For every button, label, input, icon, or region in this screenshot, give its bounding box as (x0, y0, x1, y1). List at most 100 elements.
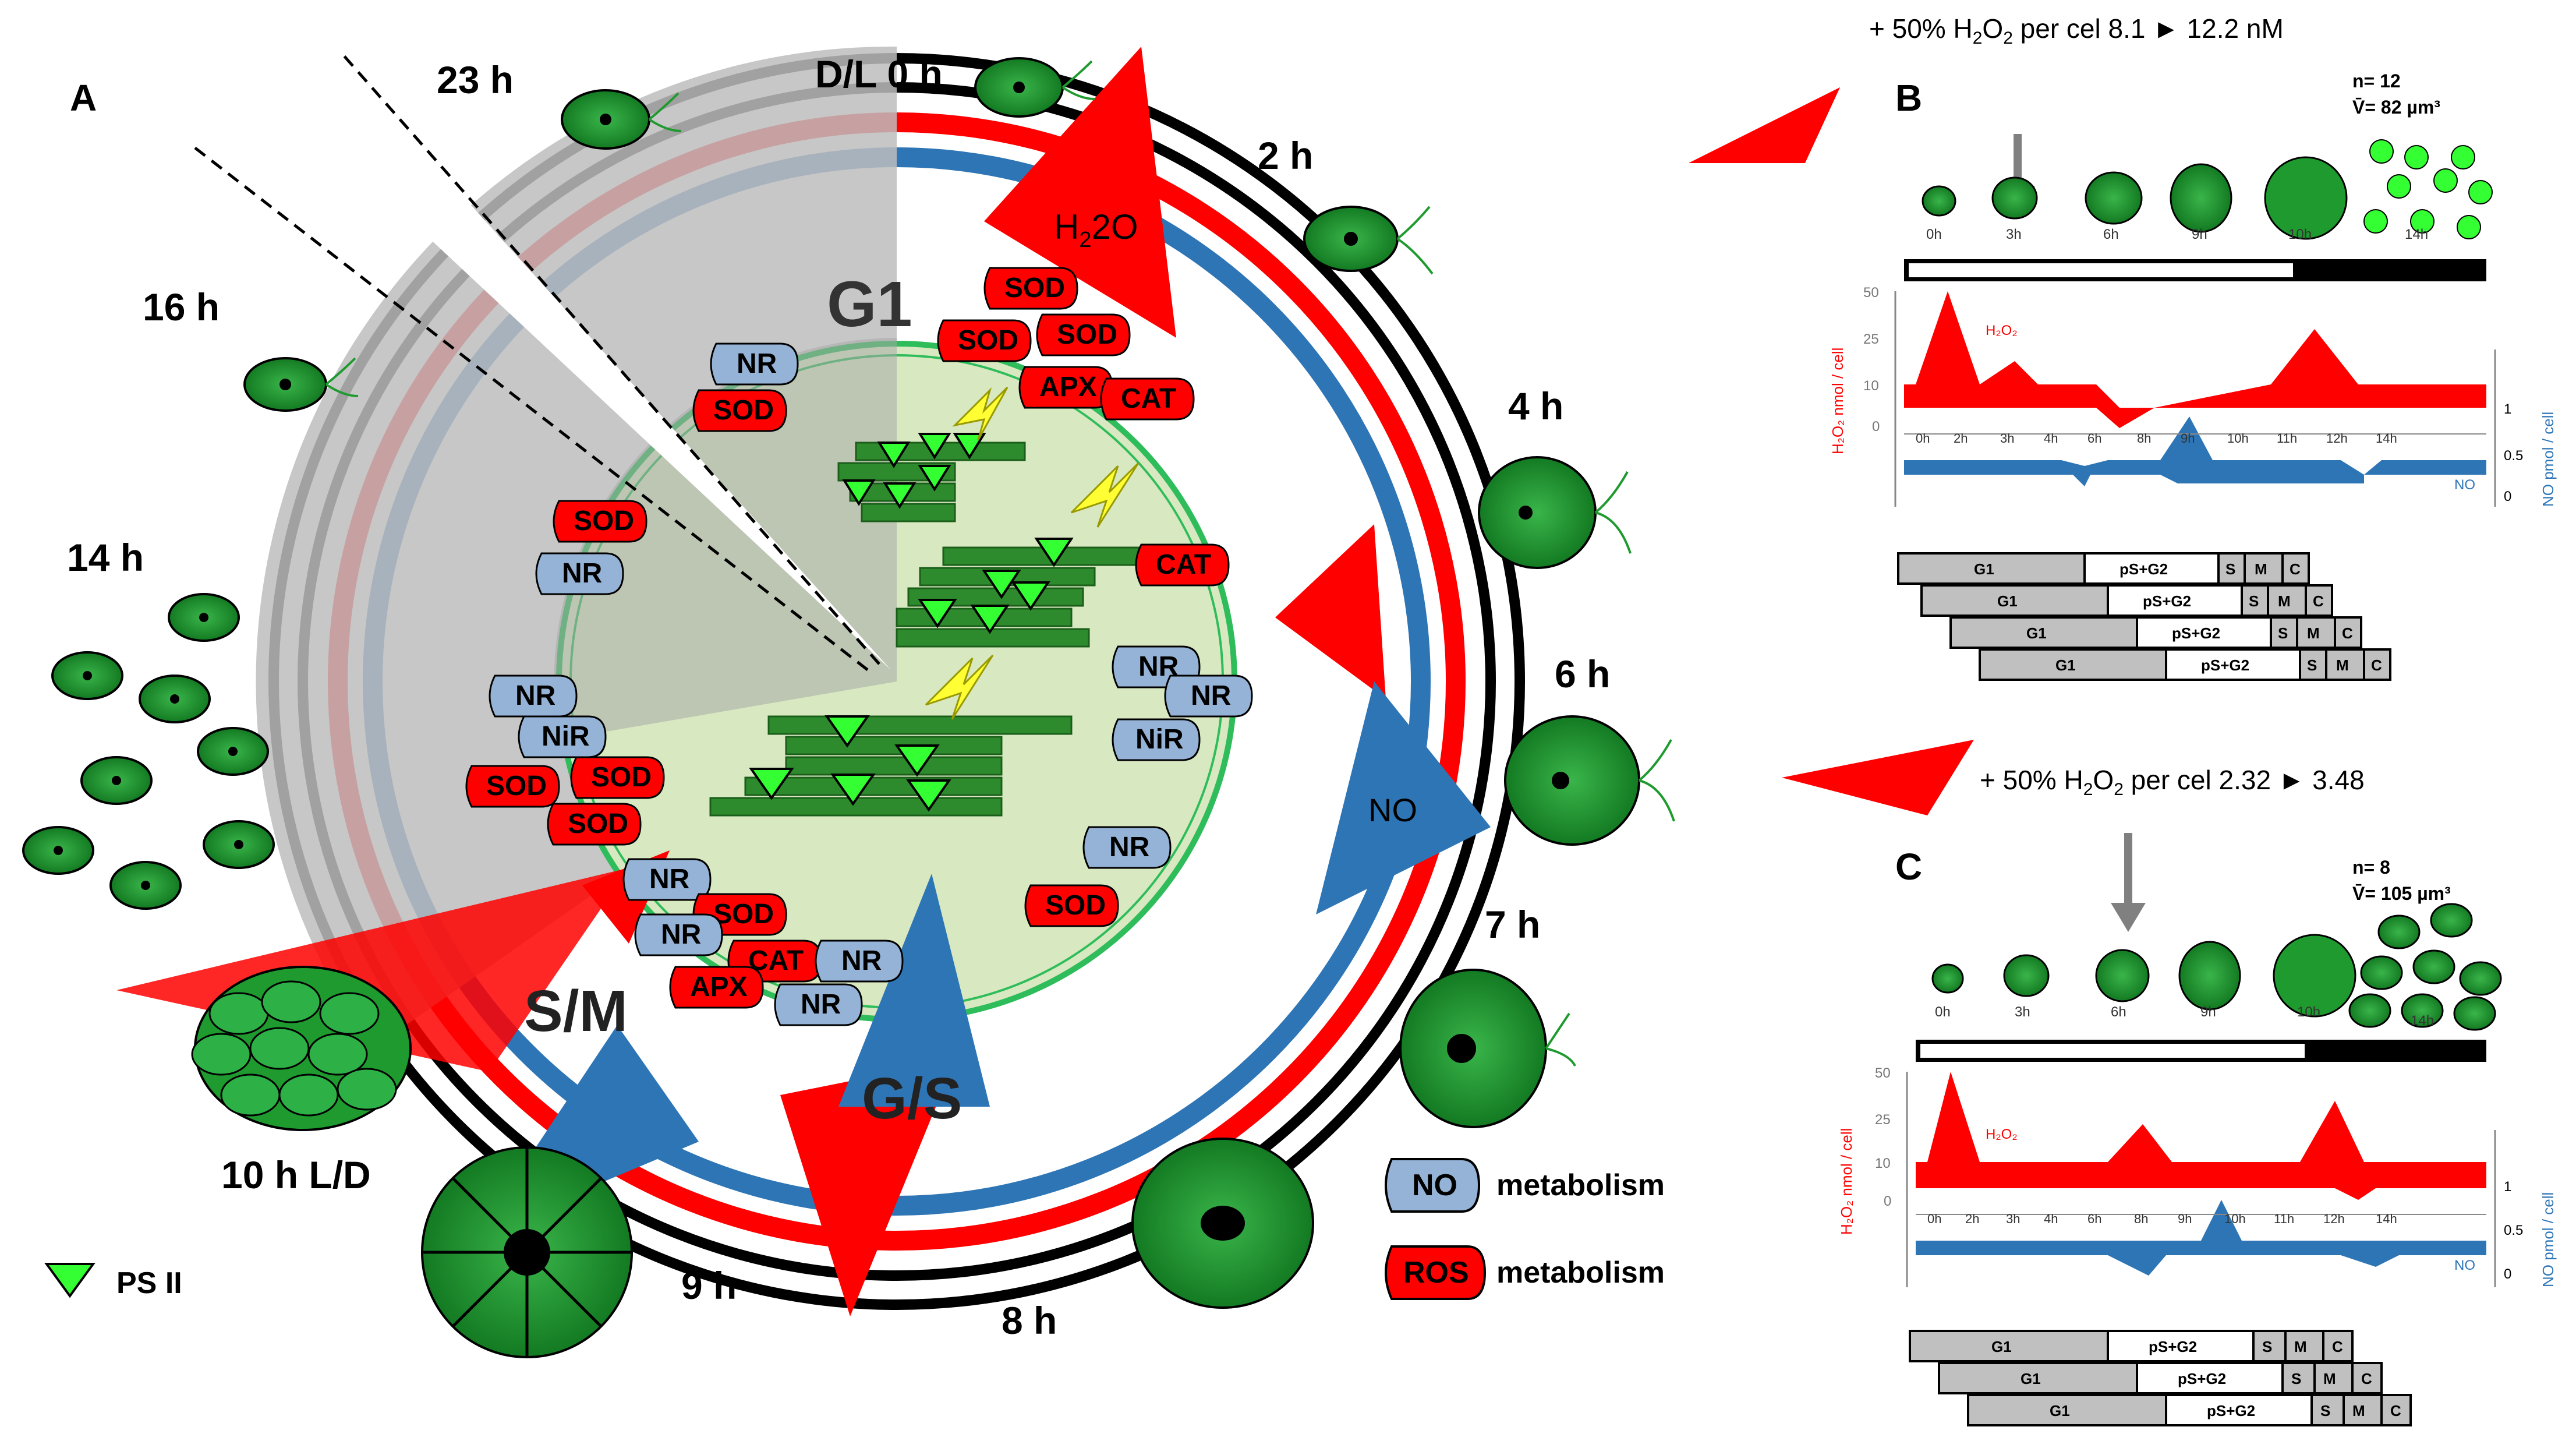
apx-tag: APX (669, 966, 764, 1009)
no-arrow (1316, 681, 1491, 914)
svg-text:0.5: 0.5 (2504, 1223, 2523, 1238)
time-23h: 23 h (437, 58, 514, 101)
legend: NO metabolism ROS metabolism PS II (44, 1158, 1665, 1300)
svg-text:SOD: SOD (958, 325, 1018, 356)
flagellate-cell (561, 89, 682, 150)
svg-text:NR: NR (1191, 680, 1231, 711)
svg-text:ROS: ROS (1403, 1256, 1469, 1290)
svg-text:M: M (2278, 592, 2291, 610)
svg-text:11h: 11h (2277, 431, 2297, 446)
panel-c-arrow (1782, 740, 1974, 815)
time-labels: D/L 0 h 2 h 4 h 6 h 7 h 8 h 9 h 10 h L/D… (67, 52, 1610, 1342)
svg-text:14h: 14h (2411, 1013, 2434, 1029)
svg-text:1: 1 (2504, 401, 2511, 417)
nr-tag: NR (535, 552, 624, 595)
svg-text:3h: 3h (2000, 431, 2014, 446)
time-8h: 8 h (1002, 1299, 1057, 1342)
svg-text:pS+G2: pS+G2 (2119, 560, 2168, 578)
sod-tag: SOD (1024, 884, 1119, 927)
panel-c-volume: V̄= 105 µm³ (2352, 883, 2451, 904)
flagellate-cell (1303, 206, 1434, 275)
svg-text:G1: G1 (1997, 592, 2018, 610)
svg-text:NO pmol / cell: NO pmol / cell (2539, 1192, 2557, 1287)
time-4h: 4 h (1508, 384, 1563, 428)
ros-arrow-right (1275, 524, 1386, 699)
svg-text:G1: G1 (1991, 1338, 2012, 1355)
panel-c: + 50% H2O2 per cel 2.32 ► 3.48 C n= 8 V̄… (1782, 740, 2557, 1426)
svg-text:8h: 8h (2137, 431, 2151, 446)
sod-tag: SOD (553, 500, 647, 543)
flagellate-cell (974, 57, 1095, 118)
panel-b-cell-times: 0h 3h 6h 9h 10h 14h (1926, 227, 2428, 242)
time-0h: D/L 0 h (815, 52, 943, 96)
svg-text:M: M (2352, 1402, 2365, 1419)
svg-text:6h: 6h (2087, 431, 2101, 446)
sod-tag: SOD (547, 803, 642, 846)
svg-text:S: S (2307, 656, 2317, 674)
cell-6h (1504, 715, 1675, 846)
enzyme-tags: SOD SOD SOD APX CAT CAT NR SOD SOD NR NR… (465, 267, 1253, 1026)
svg-text:C: C (2332, 1338, 2343, 1355)
svg-text:C: C (2371, 656, 2382, 674)
svg-text:pS+G2: pS+G2 (2149, 1338, 2197, 1355)
svg-text:14h: 14h (2376, 431, 2397, 446)
cell-8h (1131, 1138, 1314, 1309)
svg-text:SOD: SOD (1004, 273, 1065, 303)
nir-tag: NiR (518, 715, 607, 758)
svg-text:6h: 6h (2111, 1004, 2126, 1020)
svg-text:C: C (2313, 592, 2324, 610)
svg-text:pS+G2: pS+G2 (2178, 1370, 2226, 1387)
phase-g1: G1 (827, 269, 912, 340)
svg-text:12h: 12h (2326, 431, 2348, 446)
cell-10h-colony (191, 966, 412, 1131)
time-2h: 2 h (1258, 134, 1313, 177)
svg-text:G1: G1 (1974, 560, 1994, 578)
svg-text:H₂O₂: H₂O₂ (1986, 323, 2018, 338)
no-arrow-label: NO (1368, 792, 1417, 828)
h2o2-label: H22O (1054, 207, 1138, 252)
legend-psii: PS II (44, 1263, 182, 1300)
svg-text:0h: 0h (1926, 227, 1942, 242)
sod-tag: SOD (937, 319, 1032, 362)
cat-tag: CAT (1135, 543, 1230, 587)
cat-tag: CAT (1100, 377, 1195, 421)
svg-text:S: S (2320, 1402, 2330, 1419)
svg-text:0h: 0h (1935, 1004, 1951, 1020)
svg-text:pS+G2: pS+G2 (2172, 624, 2220, 642)
nir-tag: NiR (1112, 718, 1201, 761)
svg-text:50: 50 (1875, 1065, 1891, 1081)
light-bolts (925, 386, 1140, 720)
svg-text:6h: 6h (2103, 227, 2119, 242)
svg-text:NR: NR (801, 989, 841, 1020)
panel-c-note: + 50% H2O2 per cel 2.32 ► 3.48 (1980, 765, 2365, 799)
svg-text:SOD: SOD (486, 771, 547, 801)
ros-arrow-bottom (780, 1060, 955, 1316)
svg-text:NO pmol / cell: NO pmol / cell (2539, 412, 2557, 507)
svg-text:9h: 9h (2181, 431, 2195, 446)
sod-tag: SOD (692, 893, 787, 936)
h2o2-arrow (984, 47, 1176, 338)
svg-text:C: C (2390, 1402, 2401, 1419)
panel-b-label: B (1895, 77, 1922, 119)
svg-text:G1: G1 (2050, 1402, 2070, 1419)
svg-text:S: S (2278, 624, 2288, 642)
svg-text:APX: APX (690, 972, 748, 1002)
svg-text:10h: 10h (2227, 431, 2249, 446)
svg-text:M: M (2336, 656, 2349, 674)
svg-text:NR: NR (841, 945, 882, 976)
svg-text:6h: 6h (2087, 1212, 2101, 1226)
svg-text:2h: 2h (1965, 1212, 1979, 1226)
panel-c-cell-times: 0h 3h 6h 9h 10h 14h (1935, 1004, 2434, 1029)
svg-text:NR: NR (649, 864, 689, 895)
no-arrow-bottom (838, 874, 990, 1107)
legend-no: NO metabolism (1385, 1158, 1665, 1213)
panel-c-label: C (1895, 846, 1922, 888)
panel-b-volume: V̄= 82 µm³ (2352, 97, 2440, 118)
legend-ros: ROS metabolism (1385, 1245, 1665, 1300)
time-14h: 14 h (67, 536, 144, 579)
svg-text:CAT: CAT (1156, 549, 1211, 580)
sod-tag: SOD (465, 765, 560, 808)
svg-text:SOD: SOD (713, 899, 774, 930)
